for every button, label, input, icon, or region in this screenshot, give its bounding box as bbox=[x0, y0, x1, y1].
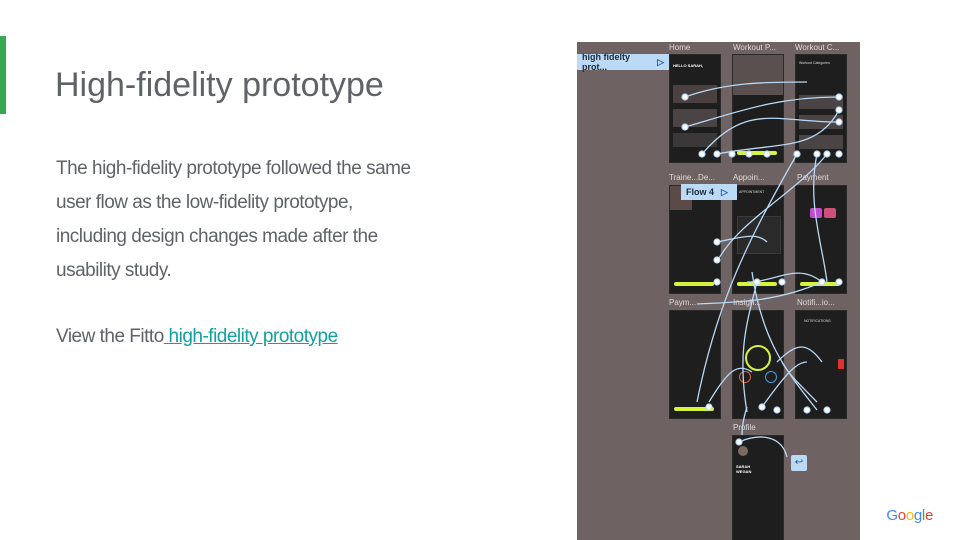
play-icon: ▷ bbox=[657, 56, 664, 67]
home-card-image-2 bbox=[673, 109, 717, 127]
screen-home: HELLO SARAH, bbox=[669, 54, 721, 163]
payment-card-pink bbox=[824, 208, 836, 218]
profile-name-last: WEGAN bbox=[736, 469, 752, 474]
slide-body-text: The high-fidelity prototype followed the… bbox=[56, 158, 411, 281]
google-logo: Google bbox=[886, 507, 933, 524]
home-greeting: HELLO SARAH, bbox=[673, 63, 703, 68]
frame-label-home: Home bbox=[669, 43, 691, 52]
appointment-calendar bbox=[737, 216, 781, 254]
workout-start-button bbox=[737, 151, 777, 155]
insights-ring-small-1 bbox=[739, 371, 751, 383]
frame-label-trainer: Traine...De... bbox=[669, 173, 715, 182]
insights-ring-chart bbox=[745, 345, 771, 371]
accent-bar bbox=[0, 36, 6, 114]
payment-2-button bbox=[674, 407, 714, 411]
screen-profile: SARAH WEGAN bbox=[732, 435, 784, 540]
profile-avatar bbox=[738, 446, 748, 456]
slide-title: High-fidelity prototype bbox=[55, 66, 384, 104]
frame-label-payment: Payment bbox=[797, 173, 829, 182]
screen-trainer bbox=[669, 185, 721, 294]
trainer-book-button bbox=[674, 282, 714, 286]
appointment-title: APPOINTMENT bbox=[739, 190, 765, 194]
flow-tag-main[interactable]: high fidelty prot... ▷ bbox=[577, 52, 669, 72]
flow-connections bbox=[681, 81, 843, 458]
view-prototype-line: View the Fitto high-fidelity prototype bbox=[56, 320, 338, 354]
flow-tag-4[interactable]: Flow 4 ▷ bbox=[681, 184, 737, 200]
notification-delete-marker bbox=[838, 359, 844, 369]
frame-label-insights: Insigh... bbox=[733, 298, 762, 307]
screen-payment-2 bbox=[669, 310, 721, 419]
view-prefix: View the Fitto bbox=[56, 326, 164, 347]
home-card-image-3 bbox=[673, 133, 717, 147]
screen-payment bbox=[795, 185, 847, 294]
screen-insights bbox=[732, 310, 784, 419]
profile-name-first: SARAH bbox=[736, 464, 751, 469]
flow-tag-main-label: high fidelty prot... bbox=[582, 52, 630, 72]
frame-label-notifications: Notifi...io... bbox=[797, 298, 835, 307]
workout-hero-image bbox=[733, 55, 783, 95]
play-icon-flow-4: ▷ bbox=[721, 186, 728, 197]
back-arrow-icon[interactable]: ↩ bbox=[791, 455, 807, 471]
prototype-link[interactable]: high-fidelity prototype bbox=[163, 326, 339, 347]
payment-card-purple bbox=[810, 208, 822, 218]
screen-workout-p bbox=[732, 54, 784, 163]
flow-tag-4-label: Flow 4 bbox=[686, 187, 715, 197]
frame-label-workout-p: Workout P... bbox=[733, 43, 776, 52]
workout-categories-title: Workout Categories bbox=[799, 61, 830, 65]
notifications-title: NOTIFICATIONS bbox=[804, 319, 831, 323]
frame-label-profile: Profile bbox=[733, 423, 756, 432]
prototype-screenshot: Home Workout P... Workout C... Traine...… bbox=[577, 42, 860, 540]
screen-notifications: NOTIFICATIONS bbox=[795, 310, 847, 419]
frame-label-workout-c: Workout C... bbox=[795, 43, 840, 52]
frame-label-appointment: Appoin... bbox=[733, 173, 765, 182]
insights-ring-small-2 bbox=[765, 371, 777, 383]
frame-label-payment-2: Paym... bbox=[669, 298, 697, 307]
